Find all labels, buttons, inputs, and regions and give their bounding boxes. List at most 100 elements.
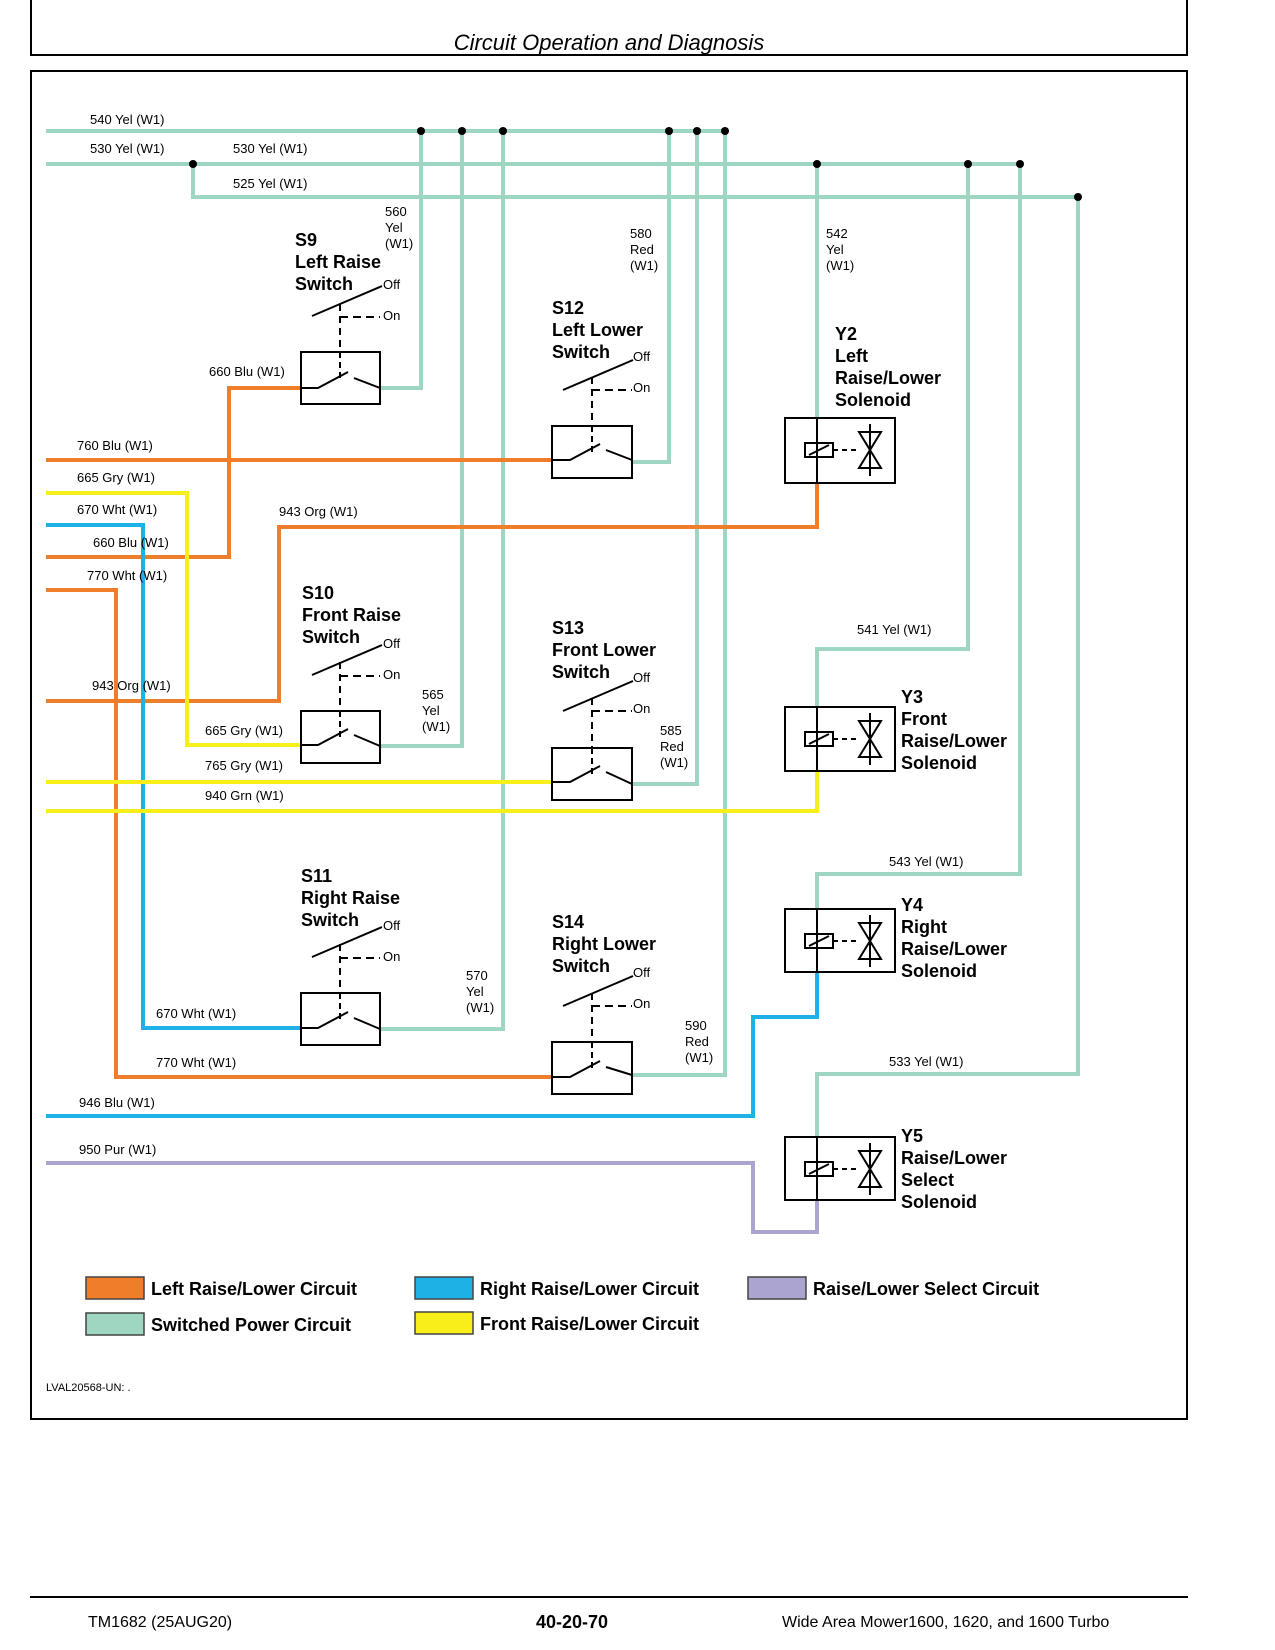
legend-swatch-front [414, 1311, 474, 1335]
s12-on: On [633, 380, 650, 395]
wire-label-540: 540 Yel (W1) [90, 112, 164, 127]
wire-label-542-num: 542 [826, 226, 848, 241]
right-circuit-wires [46, 523, 819, 1118]
s10-name-2: Switch [302, 627, 360, 647]
y4-name-2: Raise/Lower [901, 939, 1007, 959]
s13-name-1: Front Lower [552, 640, 656, 660]
footer-page-number: 40-20-70 [536, 1612, 609, 1632]
footer-rule [30, 1596, 1188, 1598]
s9-id: S9 [295, 230, 317, 250]
s14-on: On [633, 996, 650, 1011]
s12-id: S12 [552, 298, 584, 318]
y5-id: Y5 [901, 1126, 923, 1146]
s13-name-2: Switch [552, 662, 610, 682]
s10-name-1: Front Raise [302, 605, 401, 625]
legend-select-label: Raise/Lower Select Circuit [813, 1279, 1039, 1299]
wire-label-530: 530 Yel (W1) [90, 141, 164, 156]
y4-id: Y4 [901, 895, 923, 915]
legend-left-label: Left Raise/Lower Circuit [151, 1279, 357, 1299]
y5-name-3: Solenoid [901, 1192, 977, 1212]
s13-on: On [633, 701, 650, 716]
wire-label-590-color: Red [685, 1034, 709, 1049]
wire-label-665b: 665 Gry (W1) [205, 723, 283, 738]
wire-label-940: 940 Grn (W1) [205, 788, 284, 803]
wire-label-570-w: (W1) [466, 1000, 494, 1015]
s13-id: S13 [552, 618, 584, 638]
y3-name-1: Front [901, 709, 947, 729]
switch-s9 [300, 285, 383, 405]
wire-label-542-color: Yel [826, 242, 844, 257]
left-circuit-wires [46, 386, 819, 1079]
s14-name-2: Switch [552, 956, 610, 976]
legend-swatch-left [85, 1276, 145, 1300]
wire-label-533: 533 Yel (W1) [889, 1054, 963, 1069]
s11-name-2: Switch [301, 910, 359, 930]
s12-off: Off [633, 349, 650, 364]
y2-name-3: Solenoid [835, 390, 911, 410]
wire-label-580-w: (W1) [630, 258, 658, 273]
legend-swatch-right [414, 1276, 474, 1300]
s10-off: Off [383, 636, 400, 651]
wire-label-585-num: 585 [660, 723, 682, 738]
y4-name-3: Solenoid [901, 961, 977, 981]
wire-label-660a: 660 Blu (W1) [209, 364, 285, 379]
s14-id: S14 [552, 912, 584, 932]
wire-label-543: 543 Yel (W1) [889, 854, 963, 869]
switch-s13 [551, 680, 634, 801]
wire-label-585-color: Red [660, 739, 684, 754]
wire-label-570-color: Yel [466, 984, 484, 999]
wire-label-580-num: 580 [630, 226, 652, 241]
front-circuit-wires [46, 491, 819, 813]
wire-label-946: 946 Blu (W1) [79, 1095, 155, 1110]
figure-id: LVAL20568-UN: . [46, 1382, 131, 1394]
wire-label-570-num: 570 [466, 968, 488, 983]
legend-swatch-power [85, 1312, 145, 1336]
wire-label-542-w: (W1) [826, 258, 854, 273]
y2-name-2: Raise/Lower [835, 368, 941, 388]
wire-label-670b: 670 Wht (W1) [156, 1006, 236, 1021]
legend: Left Raise/Lower Circuit Switched Power … [85, 1276, 1039, 1336]
switched-power-wires [46, 129, 1080, 1137]
wire-label-565-color: Yel [422, 703, 440, 718]
wire-label-590-num: 590 [685, 1018, 707, 1033]
solenoid-y3 [784, 706, 896, 772]
wire-label-530b: 530 Yel (W1) [233, 141, 307, 156]
switch-s14 [551, 975, 634, 1095]
solenoid-y4 [784, 908, 896, 973]
solenoid-labels: Y2 Left Raise/Lower Solenoid Y3 Front Ra… [835, 324, 1007, 1212]
s10-id: S10 [302, 583, 334, 603]
s12-name-1: Left Lower [552, 320, 643, 340]
wire-label-770a: 770 Wht (W1) [87, 568, 167, 583]
y4-name-1: Right [901, 917, 947, 937]
wire-label-660b: 660 Blu (W1) [93, 535, 169, 550]
diagram-frame [30, 70, 1188, 1420]
wire-label-560-w: (W1) [385, 236, 413, 251]
wire-label-525: 525 Yel (W1) [233, 176, 307, 191]
wire-labels: 540 Yel (W1) 530 Yel (W1) 530 Yel (W1) 5… [77, 112, 963, 1157]
s11-off: Off [383, 918, 400, 933]
s9-on: On [383, 308, 400, 323]
wire-label-770b: 770 Wht (W1) [156, 1055, 236, 1070]
s10-on: On [383, 667, 400, 682]
legend-front-label: Front Raise/Lower Circuit [480, 1314, 699, 1334]
y3-name-2: Raise/Lower [901, 731, 1007, 751]
y2-name-1: Left [835, 346, 868, 366]
select-circuit-wires [46, 1161, 819, 1234]
solenoid-y5 [784, 1136, 896, 1201]
wire-label-565-num: 565 [422, 687, 444, 702]
page-title: Circuit Operation and Diagnosis [453, 30, 765, 55]
y5-name-2: Select [901, 1170, 954, 1190]
solenoid-y2 [784, 417, 896, 484]
s9-name-1: Left Raise [295, 252, 381, 272]
wire-label-670a: 670 Wht (W1) [77, 502, 157, 517]
legend-right-label: Right Raise/Lower Circuit [480, 1279, 699, 1299]
wire-label-760: 760 Blu (W1) [77, 438, 153, 453]
switch-s10 [300, 644, 383, 764]
legend-power-label: Switched Power Circuit [151, 1315, 351, 1335]
wire-label-560-color: Yel [385, 220, 403, 235]
switch-s12 [551, 359, 634, 479]
wire-label-950: 950 Pur (W1) [79, 1142, 156, 1157]
s13-off: Off [633, 670, 650, 685]
y2-id: Y2 [835, 324, 857, 344]
